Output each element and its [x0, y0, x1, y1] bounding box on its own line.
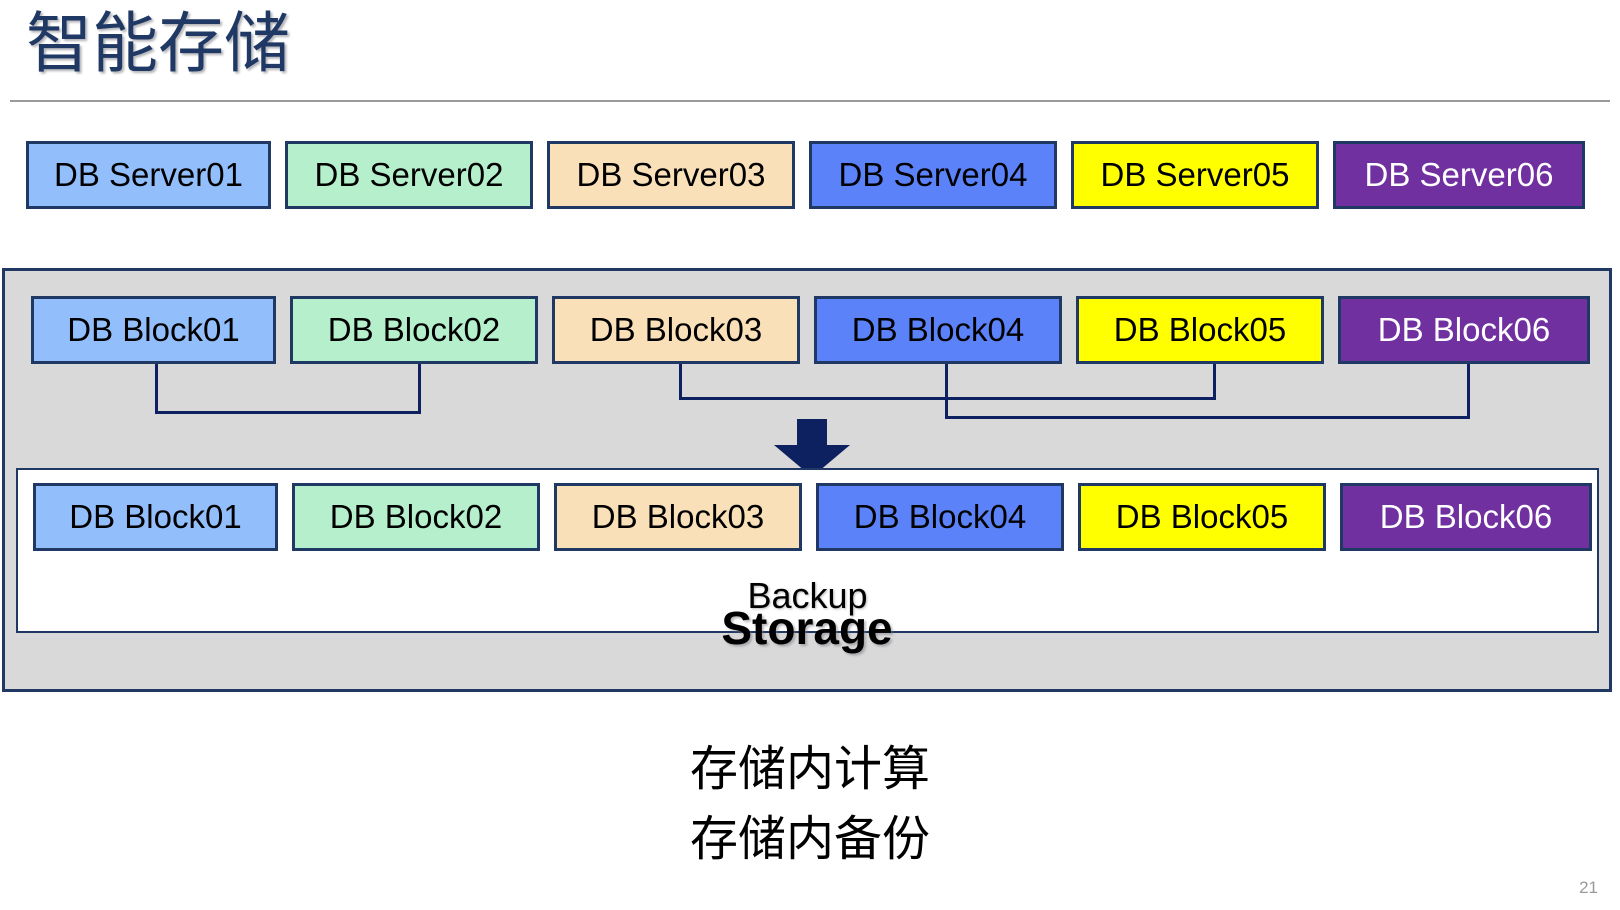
db-block-backup-box-2: DB Block02: [292, 483, 540, 551]
page-number: 21: [1579, 878, 1598, 897]
db-block-primary-box-1: DB Block01: [31, 296, 276, 364]
connector-bar-block04-block06: [945, 416, 1470, 419]
db-block-backup-box-5: DB Block05: [1078, 483, 1326, 551]
db-block-primary-box-label: DB Block06: [1377, 311, 1551, 348]
db-server-box-label: DB Server03: [576, 156, 766, 193]
db-server-box-6: DB Server06: [1333, 141, 1585, 209]
db-block-primary-box-6: DB Block06: [1338, 296, 1590, 364]
db-block-primary-box-2: DB Block02: [290, 296, 538, 364]
db-block-primary-box-5: DB Block05: [1076, 296, 1324, 364]
db-block-backup-box-1: DB Block01: [33, 483, 278, 551]
connector-layer: [5, 271, 1609, 689]
db-block-backup-box-4: DB Block04: [816, 483, 1064, 551]
db-server-box-3: DB Server03: [547, 141, 795, 209]
db-server-box-label: DB Server04: [838, 156, 1028, 193]
db-block-backup-box-6: DB Block06: [1340, 483, 1592, 551]
db-block-primary-box-3: DB Block03: [552, 296, 800, 364]
db-block-backup-box-label: DB Block01: [69, 498, 242, 535]
connector-bar-block01-block02: [155, 411, 421, 414]
connector-stem-left-block03-block05: [679, 364, 682, 397]
db-block-backup-box-label: DB Block06: [1379, 498, 1553, 535]
page-title: 智能存储: [26, 6, 290, 80]
db-server-box-label: DB Server06: [1364, 156, 1554, 193]
db-server-box-label: DB Server02: [314, 156, 504, 193]
replication-arrow-icon: [774, 419, 850, 477]
db-block-row-primary: DB Block01 DB Block02 DB Block03 DB Block04…: [5, 271, 1609, 689]
connector-stem-right-block03-block05: [1213, 364, 1216, 397]
caption-line-1: 存储内计算: [689, 743, 930, 796]
db-server-box-1: DB Server01: [26, 141, 271, 209]
db-block-backup-box-label: DB Block04: [853, 498, 1027, 535]
db-block-primary-box-4: DB Block04: [814, 296, 1062, 364]
db-block-backup-box-label: DB Block05: [1115, 498, 1289, 535]
connector-stem-right-block01-block02: [418, 364, 421, 411]
storage-container: DB Block01 DB Block02 DB Block03 DB Block04…: [2, 268, 1612, 692]
backup-box: DB Block01 DB Block02 DB Block03 DB Block04…: [16, 468, 1599, 633]
connector-stem-right-block04-block06: [1467, 364, 1470, 416]
db-block-backup-box-label: DB Block02: [329, 498, 503, 535]
db-block-row-backup: DB Block01 DB Block02 DB Block03 DB Block04…: [7, 470, 1601, 631]
db-server-box-5: DB Server05: [1071, 141, 1319, 209]
db-block-primary-box-label: DB Block01: [67, 311, 240, 348]
db-server-box-label: DB Server05: [1100, 156, 1290, 193]
db-block-primary-box-label: DB Block03: [589, 311, 763, 348]
title-divider: [10, 100, 1610, 102]
db-server-box-label: DB Server01: [54, 156, 243, 193]
caption-line-2: 存储内备份: [689, 812, 930, 866]
db-server-box-2: DB Server02: [285, 141, 533, 209]
connector-stem-left-block04-block06: [945, 364, 948, 416]
slide-caption: 存储内计算存储内备份: [0, 735, 1620, 874]
storage-label: Storage: [721, 602, 893, 654]
backup-label: Backup: [747, 575, 868, 616]
db-server-box-4: DB Server04: [809, 141, 1057, 209]
db-block-primary-box-label: DB Block02: [327, 311, 501, 348]
db-block-backup-box-3: DB Block03: [554, 483, 802, 551]
connector-stem-left-block01-block02: [155, 364, 158, 411]
db-block-backup-box-label: DB Block03: [591, 498, 765, 535]
db-block-primary-box-label: DB Block04: [851, 311, 1025, 348]
db-block-primary-box-label: DB Block05: [1113, 311, 1287, 348]
